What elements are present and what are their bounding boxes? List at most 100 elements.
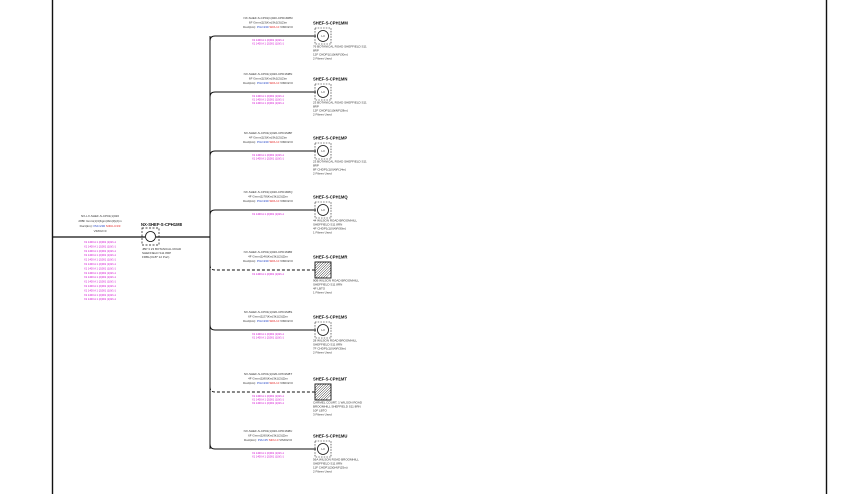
branch-duct-red: SIDU-0 — [269, 381, 280, 385]
branch-cable-id: NX-SHEF-S-CP01(1)020-CPD1M8R — [244, 250, 294, 254]
node-hatch — [314, 383, 322, 391]
node-address-line: 2 Fibres Used — [313, 57, 332, 61]
branch-cable-line — [209, 324, 316, 331]
node-address-line: 2 Fibres Used — [313, 172, 332, 176]
branch-cable-line — [209, 264, 316, 271]
source-cable-block: NX-LX-SHEF-S-CP01(1)020 288F Gmm(1)3(Kgm… — [78, 214, 122, 233]
node-hatch — [314, 383, 320, 389]
branch-fibre-line: X1 1400 A 1 (2)001 (1)0/1-1 — [252, 394, 285, 398]
branch-cable-id: NX-SHEF-S-CP01(1)020-CPD1M8N — [244, 72, 293, 76]
node-address-line: 11F CHDP1(2)0(4)F(25m) — [313, 466, 348, 470]
node-hatch — [315, 262, 332, 279]
branch-cable-id: NX-SHEF-S-CP01(1)020-CPD1M8S — [244, 310, 293, 314]
node-address-line: SHEFFIELD S11 8RN — [313, 343, 342, 347]
branch-cable-line — [209, 91, 316, 98]
hub-address-2: SHEFFIELD S11 8RP — [142, 251, 171, 255]
branch-duct-info: Duct(km): PIA=230 SIDU-0 VIMO2=0 — [243, 81, 293, 85]
node-address-line: 8RP — [313, 105, 319, 109]
node-circle — [317, 324, 329, 336]
source-duct-red: SIDU-C3/3 — [106, 224, 121, 228]
node-SHEF-S-CPH1MU[interactable]: L3 — [314, 440, 332, 458]
source-fibre-line: X1 1400 A 1 (2)001 (1)0/1-1 — [84, 284, 117, 288]
branch-fibre-line: X1 1400 A 1 (2)001 (1)0/1-1 — [252, 98, 285, 102]
node-SHEF-S-CPH1MQ[interactable]: L3 — [314, 201, 332, 219]
node-hatch — [320, 267, 332, 279]
branch-fibre-line: X1 1400 A 1 (2)001 (1)0/1-1 — [252, 153, 285, 157]
node-address-line: SHEFFIELD S11 8RN — [313, 223, 342, 227]
source-fibre-line: X1 1400 A 1 (2)001 (1)0/1-1 — [84, 262, 117, 266]
node-address-line: 2 Fibres Used — [313, 351, 332, 355]
hub-node[interactable] — [141, 227, 160, 246]
branch-fibre-line: X1 1400 A 1 (2)001 (1)0/1-1 — [252, 101, 285, 105]
branch-cable-spec: 6F Gmm(1)3(Km)3k1(2)(2)m — [249, 77, 288, 81]
branch-duct-info: Duct(km): PIA=230 SIDU-0 VIMO2=0 — [243, 140, 293, 144]
node-address-line: 8F CHDP1(1)0(4)F(14m) — [313, 168, 346, 172]
source-duct-blue: PIA=230 — [93, 224, 105, 228]
branch-fibre-line: X1 1400 A 1 (2)001 (1)0/1-1 — [252, 212, 285, 216]
node-hatch — [314, 383, 330, 399]
branch-duct-prefix: Duct(km): — [243, 381, 257, 385]
branch-duct-red: SIDU-0 — [269, 438, 280, 442]
node-SHEF-S-CPH1MR[interactable] — [314, 261, 332, 279]
node-id: SHEF-S-CPH1MM — [313, 21, 348, 26]
node-address-line: 4F LBTO — [313, 287, 326, 291]
branch-cable-spec: 4F Gmm(1)80(Km)3k1(2)(2)m — [248, 377, 288, 381]
node-SHEF-S-CPH1MM[interactable]: L3 — [314, 27, 332, 45]
branch-cable-spec: 6F Gmm(1)3(Km)3k1(3)(2)m — [249, 21, 288, 25]
branch-cable-id: NX-SHEF-S-CP01(1)020-CPD1M8M — [243, 16, 293, 20]
node-address-line: 8RP — [313, 164, 319, 168]
branch-fibre-line: X1 1400 A 1 (2)001 (1)0/1-1 — [252, 455, 285, 459]
node-id: SHEF-S-CPH1MP — [313, 136, 347, 141]
node-label: L3 — [321, 149, 325, 153]
node-address-line: 2 Fibres Used — [313, 470, 332, 474]
node-address-line: 1 Fibres Used — [313, 231, 332, 235]
branch-cable-spec: 6F Gmm(1)90(Km)3k1(2)(2)m — [248, 434, 288, 438]
node-hatch — [322, 269, 332, 279]
node-hatch — [314, 383, 325, 394]
node-address-line: 23 BOTANICAL ROAD SHEFFIELD S11 — [313, 101, 367, 105]
branch-duct-info: Duct(km): PIA=230 SIDU-0 VIMO2=0 — [243, 381, 293, 385]
branch-cable-line — [209, 443, 316, 450]
node-address-line: 10F LBTO — [313, 409, 327, 413]
node-circle — [317, 86, 329, 98]
node-hatch — [314, 383, 327, 396]
branch-duct-prefix: Duct(km): — [243, 81, 257, 85]
node-hatch — [314, 261, 322, 269]
branch-duct-info: Duct(km): PIA=230 SIDU-0 VIMO2=0 — [243, 259, 293, 263]
branch-fibre-line: X1 1400 A 1 (2)001 (1)0/1-1 — [252, 332, 285, 336]
source-fibre-line: X1 1400 A 1 (2)001 (1)0/1-1 — [84, 288, 117, 292]
branch-duct-vimo: VIMO2=0 — [280, 319, 293, 323]
branch-duct-red: SIDU-0 — [269, 199, 280, 203]
node-hatch — [325, 272, 332, 279]
node-address-line: 76 BOTANICAL ROAD SHEFFIELD S11 — [313, 45, 367, 49]
branch-duct-prefix: Duct(km): — [243, 199, 257, 203]
node-SHEF-S-CPH1MT[interactable] — [314, 383, 332, 401]
branch-fibre-line: X1 1400 A 1 (2)001 (1)0/1-1 — [252, 451, 285, 455]
branch-fibre-line: X1 1400 A 1 (2)001 (1)0/1-1 — [252, 38, 285, 42]
branch-duct-blue: PIA=230 — [257, 199, 269, 203]
node-circle — [317, 204, 329, 216]
branch-duct-info: Duct(km): PIA=45 SIDU-0 VIMO2=0 — [244, 438, 292, 442]
branch-fibre-line: X1 1400 A 1 (2)001 (1)0/1-1 — [252, 42, 285, 46]
branch-duct-prefix: Duct(km): — [243, 259, 257, 263]
source-fibre-line: X1 1400 A 1 (2)001 (1)0/1-1 — [84, 244, 117, 248]
node-SHEF-S-CPH1MN[interactable]: L3 — [314, 83, 332, 101]
branch-duct-red: SIDU-0 — [269, 81, 280, 85]
node-address-line: CARMEL COURT, 1 WILSON ROAD — [313, 401, 363, 405]
branch-fibre-line: X1 1400 A 1 (2)001 (1)0/1-1 — [252, 398, 285, 402]
branch-duct-blue: PIA=45 — [258, 438, 269, 442]
branch-duct-red: SIDU-0 — [269, 140, 280, 144]
branch-cable-line — [209, 386, 316, 393]
branch-duct-vimo: VIMO2=0 — [280, 25, 293, 29]
node-SHEF-S-CPH1MP[interactable]: L3 — [314, 142, 332, 160]
node-label: L3 — [321, 328, 325, 332]
node-hatch — [314, 261, 330, 277]
node-SHEF-S-CPH1MS[interactable]: L3 — [314, 321, 332, 339]
node-circle — [317, 443, 329, 455]
